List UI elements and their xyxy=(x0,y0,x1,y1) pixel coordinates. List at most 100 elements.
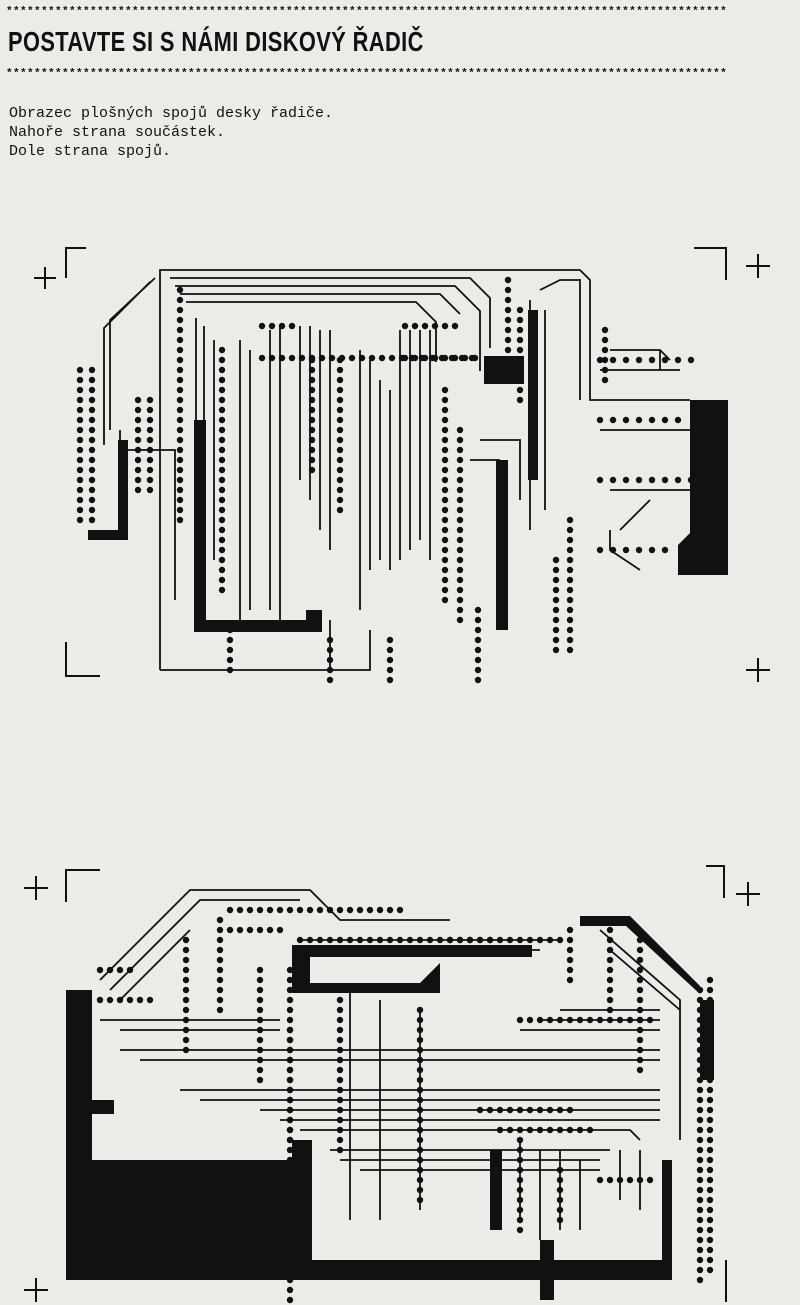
solder-pad xyxy=(706,1106,714,1114)
solder-pad xyxy=(421,354,429,362)
bus-trace xyxy=(496,460,508,630)
solder-pad xyxy=(256,1036,264,1044)
solder-pad xyxy=(218,516,226,524)
solder-pad xyxy=(596,476,604,484)
solder-pad xyxy=(182,986,190,994)
solder-pad xyxy=(176,406,184,414)
solder-pad xyxy=(606,1016,614,1024)
ground-plane xyxy=(194,420,322,632)
solder-pad xyxy=(431,322,439,330)
solder-pad xyxy=(106,996,114,1004)
solder-pad xyxy=(456,456,464,464)
solder-pad xyxy=(552,636,560,644)
solder-pad xyxy=(516,1156,524,1164)
solder-pad xyxy=(308,376,316,384)
crosshair-mark xyxy=(746,254,770,278)
solder-pad xyxy=(706,1116,714,1124)
solder-pad xyxy=(556,1206,564,1214)
solder-pad xyxy=(296,906,304,914)
corner-mark xyxy=(694,247,727,280)
solder-pad xyxy=(441,506,449,514)
solder-pad xyxy=(566,976,574,984)
solder-pad xyxy=(218,366,226,374)
solder-pad xyxy=(431,354,439,362)
solder-pad xyxy=(286,1046,294,1054)
solder-pad xyxy=(696,1086,704,1094)
solder-pad xyxy=(348,354,356,362)
solder-pad xyxy=(308,416,316,424)
solder-pad xyxy=(218,526,226,534)
solder-pad xyxy=(687,476,695,484)
solder-pad xyxy=(416,1196,424,1204)
solder-pad xyxy=(516,356,524,364)
solder-pad xyxy=(336,1116,344,1124)
solder-pad xyxy=(268,322,276,330)
solder-pad xyxy=(278,322,286,330)
solder-pad xyxy=(416,1126,424,1134)
solder-pad xyxy=(236,906,244,914)
solder-pad xyxy=(336,416,344,424)
solder-pad xyxy=(636,1006,644,1014)
solder-pad xyxy=(298,354,306,362)
solder-pad xyxy=(566,556,574,564)
solder-pad xyxy=(76,446,84,454)
solder-pad xyxy=(441,426,449,434)
solder-pad xyxy=(286,1146,294,1154)
solder-pad xyxy=(636,1066,644,1074)
solder-pad xyxy=(256,986,264,994)
solder-pad xyxy=(76,406,84,414)
solder-pad xyxy=(146,396,154,404)
solder-pad xyxy=(706,996,714,1004)
solder-pad xyxy=(552,586,560,594)
solder-pad xyxy=(451,354,459,362)
solder-pad xyxy=(218,586,226,594)
caption-line-1: Obrazec plošných spojů desky řadiče. xyxy=(9,105,334,122)
solder-pad xyxy=(286,1036,294,1044)
solder-pad xyxy=(386,636,394,644)
solder-pad xyxy=(226,666,234,674)
solder-pad xyxy=(226,656,234,664)
crosshair-mark xyxy=(24,876,48,900)
solder-pad xyxy=(516,1196,524,1204)
solder-pad xyxy=(456,566,464,574)
solder-pad xyxy=(216,936,224,944)
solder-pad xyxy=(216,926,224,934)
solder-pad xyxy=(606,956,614,964)
solder-pad xyxy=(504,356,512,364)
solder-pad xyxy=(416,1146,424,1154)
solder-pad xyxy=(696,1146,704,1154)
solder-pad xyxy=(706,1126,714,1134)
solder-pad xyxy=(504,316,512,324)
solder-pad xyxy=(661,476,669,484)
solder-pad xyxy=(441,586,449,594)
solder-pad xyxy=(552,566,560,574)
solder-pad xyxy=(416,1116,424,1124)
solder-pad xyxy=(134,426,142,434)
solder-pad xyxy=(566,636,574,644)
solder-pad xyxy=(336,1136,344,1144)
solder-pad xyxy=(88,386,96,394)
solder-pad xyxy=(308,396,316,404)
solder-pad xyxy=(216,946,224,954)
solder-pad xyxy=(556,1106,564,1114)
solder-pad xyxy=(696,1256,704,1264)
solder-pad xyxy=(146,486,154,494)
solder-pad xyxy=(456,436,464,444)
solder-pad xyxy=(126,1196,134,1204)
solder-pad xyxy=(126,996,134,1004)
solder-pad xyxy=(256,976,264,984)
solder-pad xyxy=(218,466,226,474)
solder-pad xyxy=(566,646,574,654)
solder-pad xyxy=(636,1056,644,1064)
solder-pad xyxy=(146,446,154,454)
solder-pad xyxy=(474,636,482,644)
solder-pad xyxy=(316,906,324,914)
solder-pad xyxy=(176,366,184,374)
solder-pad xyxy=(646,1016,654,1024)
solder-pad xyxy=(286,1116,294,1124)
solder-pad xyxy=(661,416,669,424)
solder-pad xyxy=(176,326,184,334)
solder-pad xyxy=(88,416,96,424)
solder-pad xyxy=(76,396,84,404)
solder-pad xyxy=(256,1076,264,1084)
